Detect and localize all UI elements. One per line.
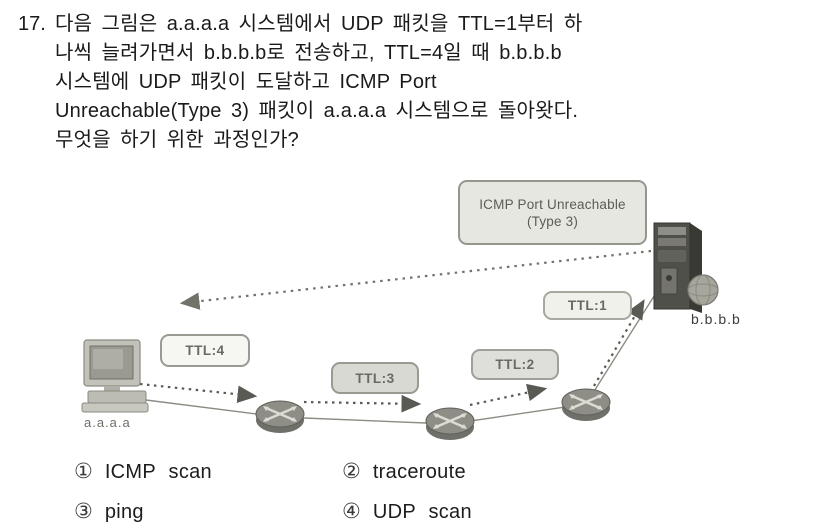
icmp-label-line1: ICMP Port Unreachable [479, 196, 626, 212]
option-3: ③ ping [74, 499, 144, 525]
question-line: 무엇을 하기 위한 과정인가? [55, 129, 299, 151]
udp-arrow-hop1 [139, 382, 258, 404]
option-3-label: ping [104, 500, 144, 523]
option-1-number: ① [74, 460, 93, 483]
question-line: Unreachable(Type 3) 패킷이 a.a.a.a 시스템으로 돌아… [55, 100, 579, 122]
question-line: 나씩 늘려가면서 b.b.b.b로 전송하고, TTL=4일 때 b.b.b.b [55, 42, 562, 64]
option-1: ① ICMP scan [74, 459, 212, 485]
question-text: 다음 그림은 a.a.a.a 시스템에서 UDP 패킷을 TTL=1부터 하 나… [55, 10, 814, 155]
option-4: ④ UDP scan [342, 499, 472, 525]
icmp-label-line2: (Type 3) [526, 213, 579, 229]
desktop-computer-icon [81, 339, 149, 413]
option-2-number: ② [342, 460, 361, 483]
question-number: 17. [18, 13, 46, 35]
udp-arrow-hop3 [469, 383, 548, 407]
icmp-return-arrow [179, 249, 652, 310]
question-line: 다음 그림은 a.a.a.a 시스템에서 UDP 패킷을 TTL=1부터 하 [55, 13, 583, 35]
option-2-label: traceroute [372, 460, 466, 483]
router-icon [560, 387, 612, 423]
icmp-port-unreachable-label: ICMP Port Unreachable (Type 3) [458, 180, 647, 245]
udp-arrow-hop4 [593, 299, 645, 387]
source-host-label: a.a.a.a [84, 415, 131, 430]
globe-icon [687, 274, 719, 306]
ttl4-label: TTL:4 [160, 334, 250, 367]
udp-arrow-hop2 [303, 394, 422, 413]
option-4-label: UDP scan [372, 500, 472, 523]
dest-host-label: b.b.b.b [691, 311, 741, 327]
option-1-label: ICMP scan [104, 460, 212, 483]
option-3-number: ③ [74, 500, 93, 523]
question-block: 17. 다음 그림은 a.a.a.a 시스템에서 UDP 패킷을 TTL=1부터… [18, 10, 814, 155]
question-line: 시스템에 UDP 패킷이 도달하고 ICMP Port [55, 71, 437, 93]
router-icon [254, 399, 306, 435]
ttl1-label: TTL:1 [543, 291, 632, 320]
option-2: ② traceroute [342, 459, 466, 485]
ttl3-label: TTL:3 [331, 362, 419, 394]
ttl2-label: TTL:2 [471, 349, 559, 380]
option-4-number: ④ [342, 500, 361, 523]
router-icon [424, 406, 476, 442]
